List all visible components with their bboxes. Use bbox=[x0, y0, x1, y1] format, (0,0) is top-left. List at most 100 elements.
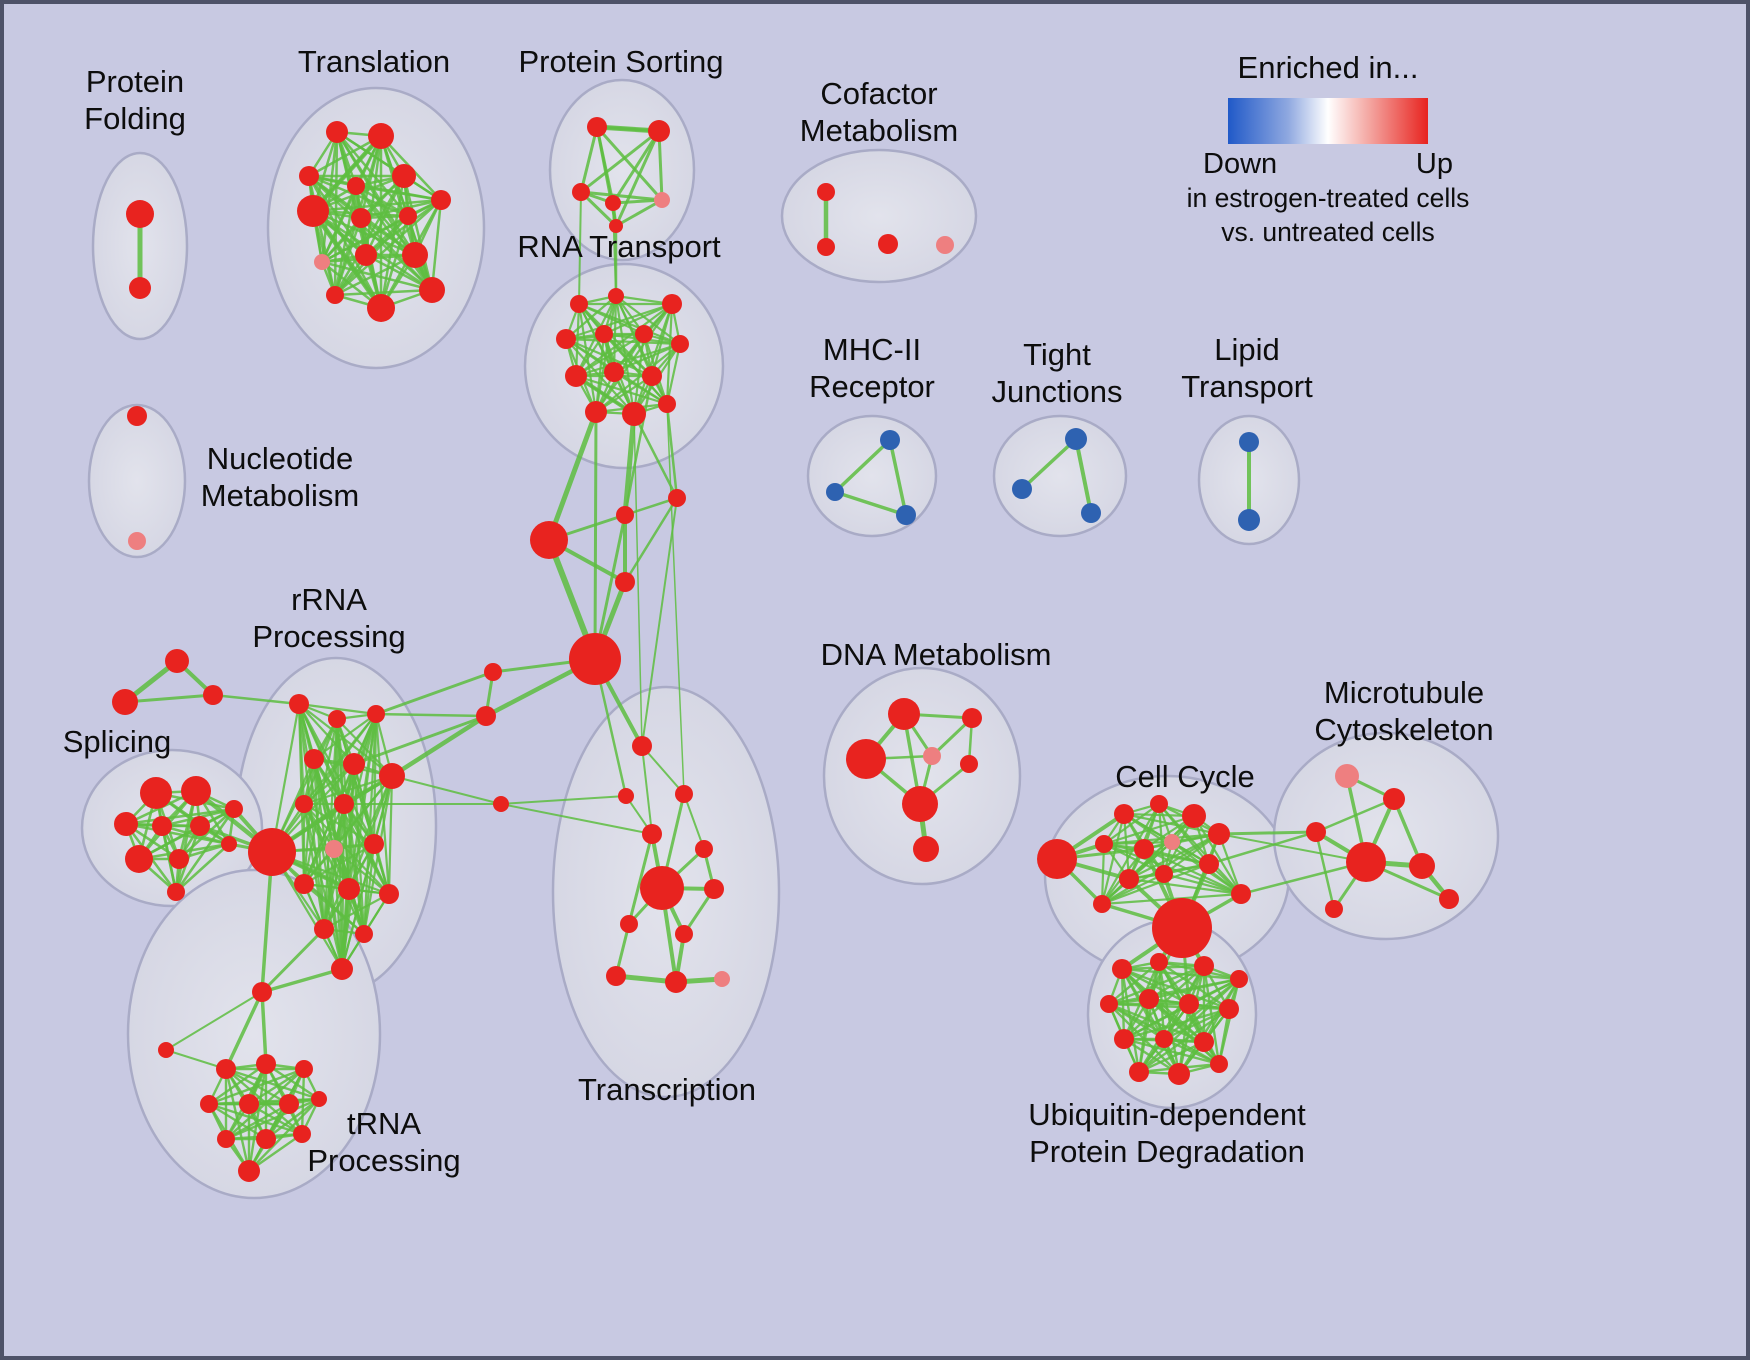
node-tc3 bbox=[618, 788, 634, 804]
node-ub5 bbox=[1100, 995, 1118, 1013]
node-cn1 bbox=[530, 521, 568, 559]
edge-rt3-rt13 bbox=[665, 302, 674, 406]
legend-gradient-bar bbox=[1228, 98, 1428, 144]
node-sp4 bbox=[152, 816, 172, 836]
edge-rr11-rr16 bbox=[362, 842, 376, 936]
edge-rt3-rt5 bbox=[602, 302, 674, 336]
node-tc10 bbox=[606, 966, 626, 986]
node-tp3 bbox=[295, 1060, 313, 1078]
node-lt2 bbox=[1238, 509, 1260, 531]
node-tc11 bbox=[665, 971, 687, 993]
node-ps1 bbox=[587, 117, 607, 137]
edge-rr7-rr8 bbox=[302, 774, 394, 806]
edge-rt9-rt13 bbox=[612, 370, 669, 406]
edge-cc7-cc14 bbox=[1142, 847, 1243, 896]
node-dm3 bbox=[846, 739, 886, 779]
edge-ps3-ps5 bbox=[579, 190, 664, 202]
edge-tr12-tr13 bbox=[333, 253, 417, 297]
edge-ps3-rt1 bbox=[578, 191, 582, 305]
edge-cc4-cc6 bbox=[1102, 814, 1196, 846]
cluster-label-splicing: Splicing bbox=[63, 724, 172, 759]
cluster-ellipse-nucleotide-metabolism bbox=[87, 403, 187, 559]
edge-rt4-rt7 bbox=[564, 337, 682, 346]
edge-rt7-rt8 bbox=[574, 342, 682, 378]
edge-tj1-tj3 bbox=[1074, 437, 1093, 515]
node-rr9 bbox=[334, 794, 354, 814]
edge-rt2-rt4 bbox=[564, 294, 618, 341]
edge-ub8-ub9 bbox=[1122, 1007, 1231, 1041]
node-lt1 bbox=[1239, 432, 1259, 452]
node-cm4 bbox=[936, 236, 954, 254]
node-sp8 bbox=[169, 849, 189, 869]
edge-tr7-tr9 bbox=[359, 198, 443, 220]
node-cn6 bbox=[484, 663, 502, 681]
legend-caption-line2: vs. untreated cells bbox=[1221, 217, 1435, 248]
node-cc4 bbox=[1182, 804, 1206, 828]
edge-tr5-tr15 bbox=[402, 174, 434, 292]
edge-tr9-tr13 bbox=[333, 198, 443, 297]
node-rr14 bbox=[379, 884, 399, 904]
node-tri2 bbox=[112, 689, 138, 715]
node-tp9 bbox=[256, 1129, 276, 1149]
node-mc1 bbox=[1335, 764, 1359, 788]
node-cc14 bbox=[1231, 884, 1251, 904]
node-ub14 bbox=[1210, 1055, 1228, 1073]
node-mc7 bbox=[1439, 889, 1459, 909]
node-cm3 bbox=[878, 234, 898, 254]
edge-rt2-rt12 bbox=[614, 294, 636, 416]
edge-rr17-rr18 bbox=[260, 967, 344, 994]
node-rt8 bbox=[565, 365, 587, 387]
node-nm2 bbox=[128, 532, 146, 550]
legend-caption-line1: in estrogen-treated cells bbox=[1186, 183, 1470, 213]
edge-ps4-ps5 bbox=[611, 198, 664, 205]
edge-ub6-ub12 bbox=[1137, 997, 1151, 1074]
node-tp1 bbox=[216, 1059, 236, 1079]
edge-cn6-rr4 bbox=[374, 670, 495, 716]
node-ps6 bbox=[609, 219, 623, 233]
edge-rr2-rr4 bbox=[297, 702, 378, 716]
edge-cn3-cn5 bbox=[623, 496, 679, 584]
edge-rr10-rr15 bbox=[322, 847, 336, 931]
node-rr3 bbox=[328, 710, 346, 728]
node-ps3 bbox=[572, 183, 590, 201]
edge-rt13-tc2 bbox=[666, 403, 685, 795]
edge-ub10-ub14 bbox=[1162, 1037, 1221, 1066]
edge-ub1-ub4 bbox=[1120, 967, 1241, 981]
edge-rt3-rt4 bbox=[564, 302, 674, 341]
node-rr11 bbox=[364, 834, 384, 854]
node-tc2 bbox=[675, 785, 693, 803]
edge-tri2-tri3 bbox=[123, 693, 215, 704]
edge-ps2-ps3 bbox=[579, 129, 661, 194]
node-tp6 bbox=[279, 1094, 299, 1114]
legend-updown-row: Down Up bbox=[1203, 148, 1453, 181]
node-ub3 bbox=[1194, 956, 1214, 976]
edge-mc3-mc8 bbox=[1314, 830, 1336, 911]
node-nm1 bbox=[127, 406, 147, 426]
node-rt5 bbox=[595, 325, 613, 343]
edge-tpx-rr18 bbox=[165, 991, 263, 1051]
edge-tpx-tp1 bbox=[165, 1049, 227, 1070]
edge-rt11-cn4 bbox=[593, 410, 598, 661]
edge-rr14-rr15 bbox=[322, 892, 391, 931]
node-tr11 bbox=[355, 244, 377, 266]
node-tr3 bbox=[299, 166, 319, 186]
edge-rt12-cn2 bbox=[622, 411, 637, 518]
edge-rr10-rr17 bbox=[332, 847, 344, 971]
edge-rt10-cn2 bbox=[623, 374, 654, 517]
node-ub4 bbox=[1230, 970, 1248, 988]
cluster-label-transcription: Transcription bbox=[578, 1072, 756, 1107]
edge-tr10-tr15 bbox=[320, 260, 434, 292]
edge-tp7-tp8 bbox=[224, 1097, 321, 1141]
edge-tri3-rr2 bbox=[211, 693, 301, 706]
node-tc5 bbox=[695, 840, 713, 858]
edge-ps2-ps5 bbox=[657, 129, 664, 202]
edge-cc14-mc4 bbox=[1239, 860, 1368, 896]
edge-tc1-tc2 bbox=[641, 745, 685, 795]
node-tp2 bbox=[256, 1054, 276, 1074]
edge-ub7-ub9 bbox=[1122, 1002, 1191, 1041]
node-cn4 bbox=[569, 633, 621, 685]
edge-tr4-tr10 bbox=[320, 184, 358, 264]
